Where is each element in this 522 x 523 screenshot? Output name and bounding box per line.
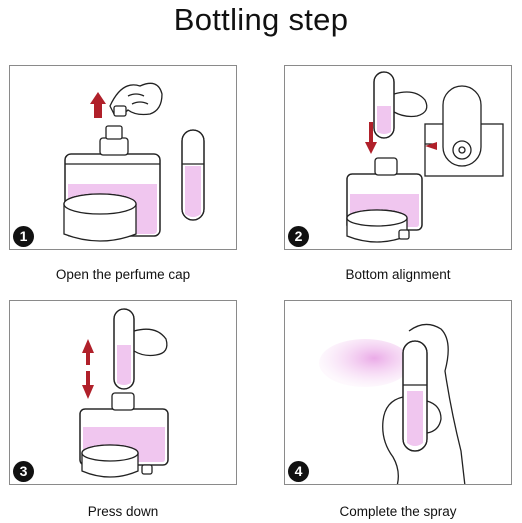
page-title: Bottling step	[173, 2, 349, 37]
step-4-caption: Complete the spray	[339, 504, 457, 519]
step-3-caption: Press down	[87, 504, 159, 519]
step-2-caption: Bottom alignment	[345, 267, 451, 282]
step-3-illustration	[79, 308, 169, 478]
step-1-badge: 1	[13, 226, 34, 247]
step-1-caption: Open the perfume cap	[55, 267, 191, 282]
step-1-panel: 1	[9, 65, 237, 250]
step-2-illustration	[346, 71, 504, 243]
step-1-illustration	[63, 82, 205, 242]
step-4-badge: 4	[288, 461, 309, 482]
step-3-panel: 3	[9, 300, 237, 485]
step-4-illustration	[319, 323, 466, 484]
step-4-panel: 4	[284, 300, 512, 485]
step-2-badge: 2	[288, 226, 309, 247]
step-2-panel: 2	[284, 65, 512, 250]
step-3-badge: 3	[13, 461, 34, 482]
